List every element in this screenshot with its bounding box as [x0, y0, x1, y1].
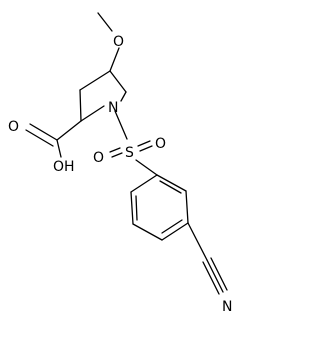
atom-label-ring-n: N [108, 100, 118, 116]
atom-label-hydroxyl: OH [53, 159, 75, 175]
bond-n-s [114, 110, 128, 140]
atom-label-carbonyl-o: O [8, 119, 19, 135]
bond-ar2-ar3 [185, 190, 189, 224]
bond-c5-n [120, 91, 127, 102]
bond-ar1-ar2 [156, 174, 187, 192]
bond-methyl-o [97, 12, 113, 32]
bond-c-o-double-a [29, 123, 58, 141]
atom-label-methoxy-o: O [113, 34, 124, 50]
bond-c4-c3 [79, 70, 111, 91]
bond-c-oh [56, 139, 62, 158]
bond-c2-cooh [56, 120, 82, 141]
bond-c3-c2 [79, 89, 82, 122]
bond-s-o-right-b [139, 145, 153, 152]
atom-label-sulfonyl-o-left: O [93, 150, 104, 166]
bond-ar-inner-a [159, 180, 182, 194]
bond-s-o-left-b [111, 152, 123, 158]
bond-c-o-double-b [25, 129, 54, 147]
bond-triple-b [206, 259, 224, 293]
bond-s-aryl [135, 159, 158, 176]
structure-diagram: O N O OH S O O N [8, 12, 232, 315]
bond-ar5-ar6 [130, 191, 134, 225]
bond-ar-inner-b [161, 219, 183, 234]
atom-labels: O N O OH S O O N [8, 34, 232, 315]
bonds [25, 12, 228, 295]
bond-c4-c5 [109, 70, 127, 93]
bond-ar-cn [187, 222, 208, 261]
bond-s-o-left-a [109, 147, 121, 153]
bond-triple-a [202, 261, 220, 295]
bond-ar3-ar4 [161, 222, 189, 241]
bond-s-o-right-a [137, 140, 151, 147]
atom-label-nitrile-n: N [222, 299, 232, 315]
atom-label-sulfonyl-o-right: O [155, 136, 166, 152]
molecule-drawing: O N O OH S O O N [8, 12, 232, 315]
bond-ar6-ar1 [130, 174, 158, 193]
bond-c2-n [80, 105, 105, 122]
bond-ar-inner-c [135, 195, 138, 221]
atom-label-sulfur: S [125, 145, 134, 161]
bond-o-c4 [109, 47, 120, 72]
bond-ar4-ar5 [132, 223, 163, 241]
bond-triple-c [210, 257, 228, 291]
